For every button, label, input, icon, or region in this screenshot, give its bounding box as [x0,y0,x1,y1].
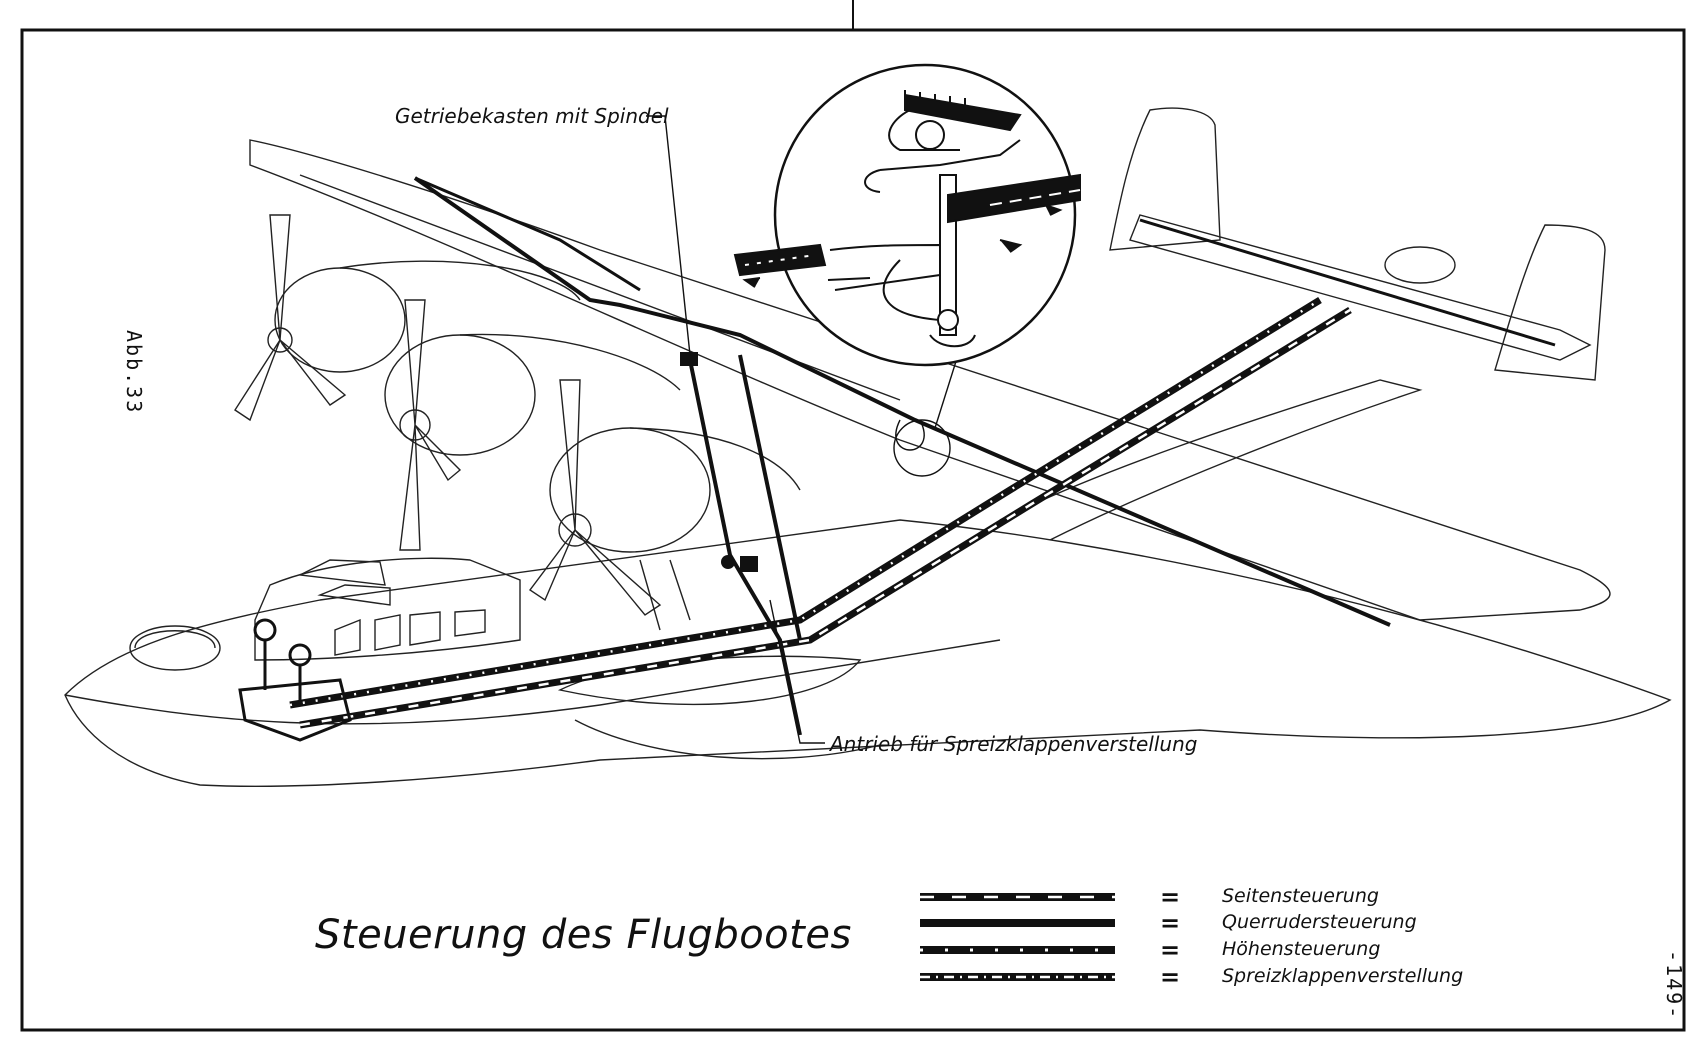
flap-drive-run [688,359,802,736]
legend-equals-1: = [1160,883,1181,911]
legend-label-aileron: Querrudersteuerung [1222,911,1417,933]
callout-lines [646,115,959,744]
legend-label-flap: Spreizklappenverstellung [1222,965,1464,987]
legend-label-elevator: Höhensteuerung [1222,938,1381,960]
figure-number: Abb.33 [122,330,146,415]
legend-equals-3: = [1160,936,1181,964]
flap-drive-callout: Antrieb für Spreizklappenverstellung [830,732,1198,756]
tail-fin-right [1494,224,1606,381]
flap-motor-block [740,556,758,572]
nose-turret [129,625,221,671]
gearbox-block [680,352,698,366]
tailplane [1129,214,1592,361]
tail-fin-left [1109,107,1221,251]
drawing-title: Steuerung des Flugbootes [315,912,852,958]
elevator-run [289,297,1322,709]
main-wing [249,139,1611,621]
tail-boom [999,379,1423,541]
legend-label-rudder: Seitensteuerung [1222,885,1379,907]
legend-swatches [920,893,1115,981]
legend-equals-4: = [1160,963,1181,991]
engine-nacelle-2 [384,334,536,456]
control-runs [238,176,1556,742]
tail-turret [1384,246,1456,284]
detail-inset [733,63,1081,367]
propeller-2 [399,299,462,551]
hull [64,519,1672,787]
aileron-run [413,176,1391,627]
propeller-3 [528,379,662,616]
engine-nacelle-1 [274,267,406,373]
legend-equals-2: = [1160,909,1181,937]
gearbox-callout: Getriebekasten mit Spindel [395,104,669,128]
page-number: -149- [1662,950,1686,1021]
cockpit [254,557,521,661]
propeller-1 [234,214,347,422]
